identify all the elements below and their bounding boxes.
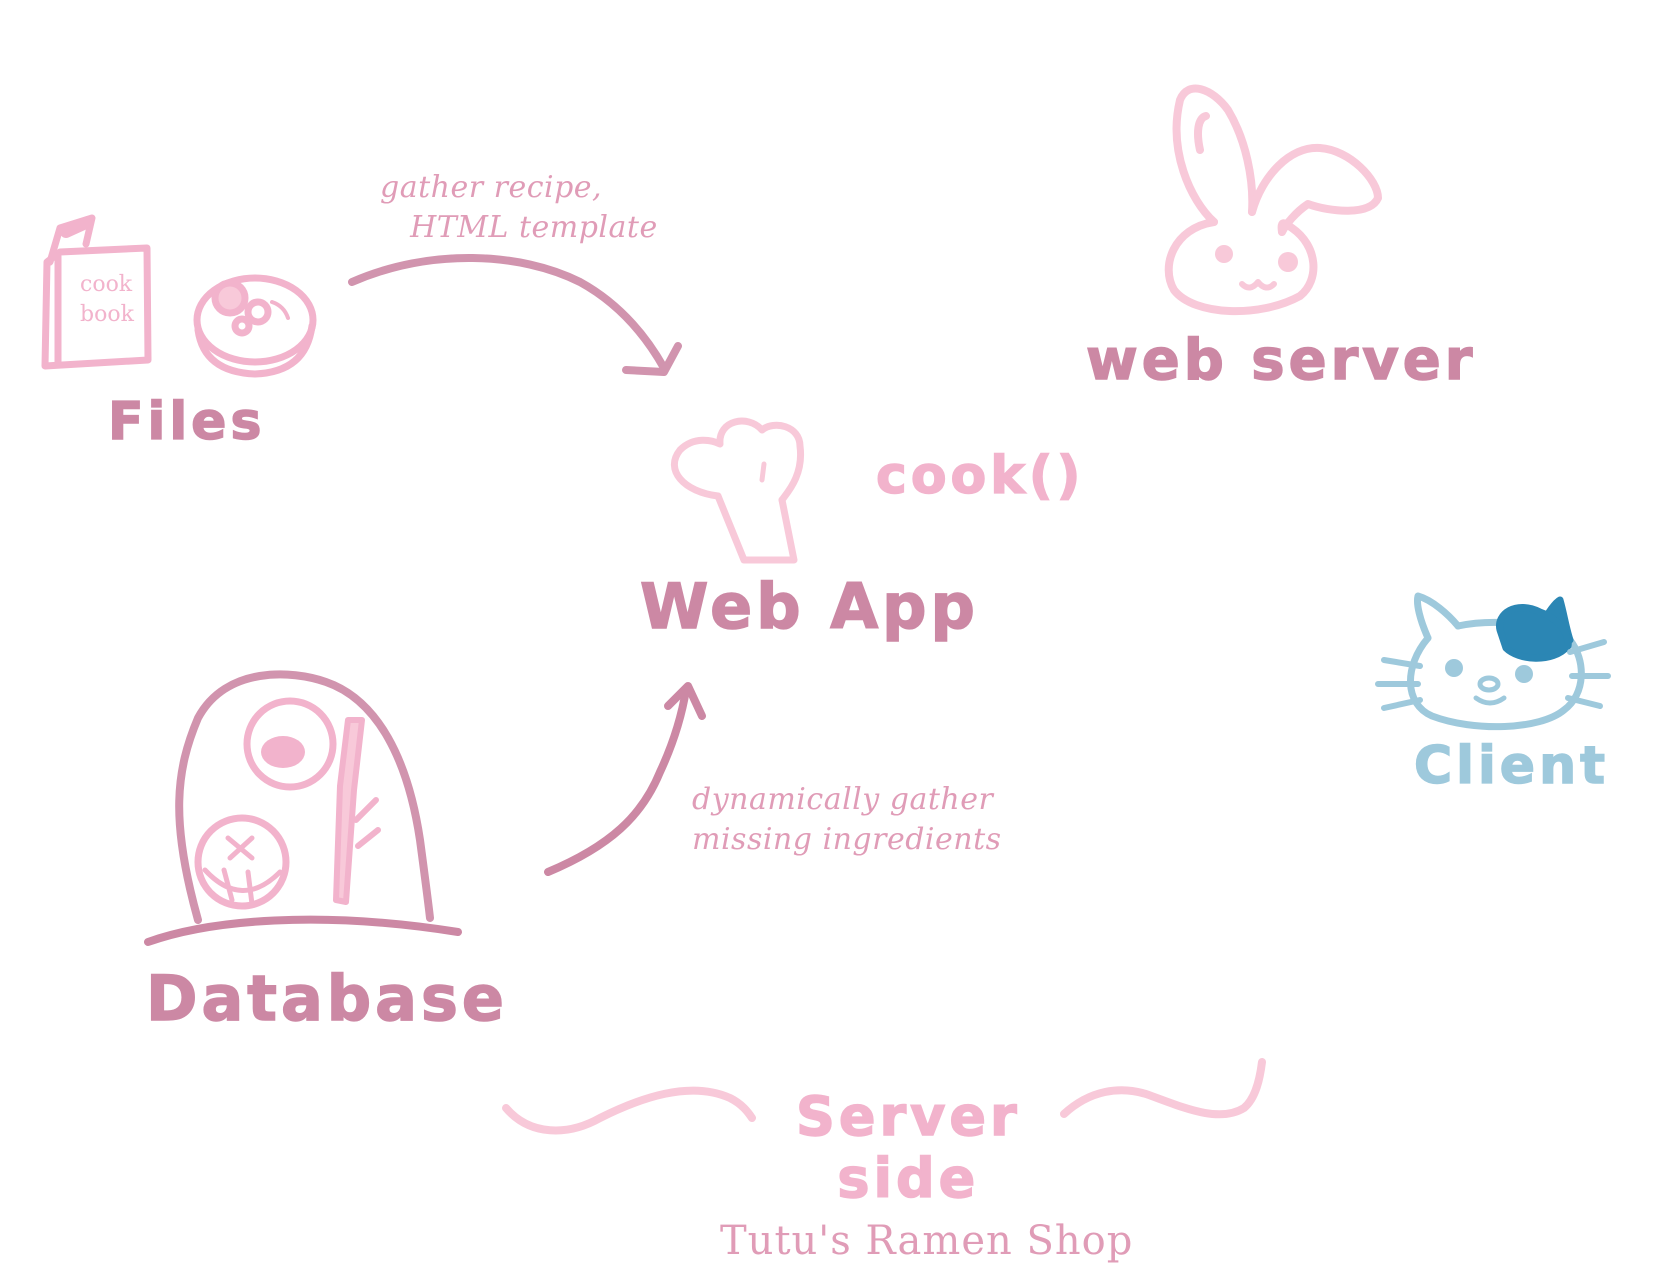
database-label: Database — [145, 961, 508, 1036]
files-edge-label: gather recipe, HTML template — [380, 170, 658, 245]
client-label: Client — [1413, 735, 1609, 797]
shop-caption: Tutu's Ramen Shop — [720, 1218, 1134, 1264]
chef-hat-icon — [671, 417, 805, 564]
database-edge-label: dynamically gather missing ingredients — [692, 782, 1002, 857]
pantry-dome-icon — [144, 670, 462, 946]
files-label: Files — [107, 391, 266, 453]
cat-icon — [1375, 592, 1611, 731]
server-side-squiggle-right — [1060, 1058, 1266, 1119]
ramen-bowl-icon — [193, 274, 317, 378]
server-side-squiggle-left — [502, 1086, 756, 1135]
web-server-label: web server — [1085, 327, 1477, 394]
cookbook-text: cook book — [80, 272, 134, 327]
bunny-icon — [1164, 84, 1382, 316]
web-app-function-label: cook() — [875, 445, 1085, 507]
files-to-webapp-arrow — [348, 254, 682, 376]
database-to-webapp-arrow — [544, 682, 706, 876]
cookbook-icon — [41, 214, 152, 370]
web-app-label: Web App — [639, 569, 979, 644]
server-side-label: Server side — [795, 1085, 1021, 1211]
